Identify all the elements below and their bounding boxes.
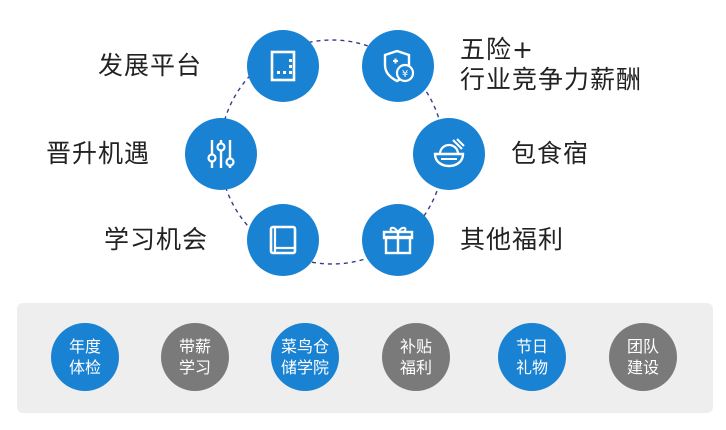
feature-label-other: 其他福利 — [460, 225, 565, 254]
benefit-subsidy: 补贴 福利 — [382, 323, 450, 391]
sliders-icon — [207, 140, 235, 168]
benefit-line2: 储学院 — [280, 358, 329, 377]
benefit-line1: 带薪 — [178, 337, 211, 356]
benefit-line1: 团队 — [626, 337, 659, 356]
benefit-team-building: 团队 建设 — [609, 323, 677, 391]
feature-label-insurance-line1: 五险+ — [460, 35, 534, 64]
feature-label-board: 包食宿 — [511, 139, 590, 168]
benefit-line2: 建设 — [626, 358, 659, 377]
book-icon — [269, 225, 297, 255]
gift-icon — [382, 226, 414, 255]
benefit-line2: 学习 — [178, 358, 211, 377]
feature-label-promotion: 晋升机遇 — [46, 139, 151, 168]
feature-label-insurance-line2: 行业竞争力薪酬 — [460, 65, 643, 94]
benefit-line2: 体检 — [68, 358, 101, 377]
benefit-holiday-gift: 节日 礼物 — [498, 323, 566, 391]
feature-label-learning: 学习机会 — [104, 225, 209, 254]
benefit-annual-checkup: 年度 体检 — [51, 323, 119, 391]
feature-label-platform: 发展平台 — [98, 51, 203, 80]
benefit-line1: 菜鸟仓 — [280, 337, 329, 356]
shield-yen-icon: ¥ — [383, 49, 415, 83]
food-bowl-icon — [433, 138, 465, 168]
benefit-line1: 补贴 — [399, 337, 432, 356]
feature-label-insurance: 五险+ 行业竞争力薪酬 — [460, 35, 642, 95]
building-icon-circle — [247, 30, 319, 102]
sliders-icon-circle — [185, 118, 257, 190]
building-icon — [270, 50, 296, 82]
benefit-paid-study: 带薪 学习 — [161, 323, 229, 391]
food-bowl-icon-circle — [413, 118, 485, 190]
benefit-line2: 福利 — [399, 358, 432, 377]
benefit-cainiao-academy: 菜鸟仓 储学院 — [271, 323, 339, 391]
benefits-panel: 年度 体检 带薪 学习 菜鸟仓 储学院 补贴 福利 节日 礼物 团队 建设 — [17, 303, 713, 413]
book-icon-circle — [247, 204, 319, 276]
benefit-line2: 礼物 — [515, 358, 548, 377]
shield-yen-icon-circle: ¥ — [362, 30, 434, 102]
benefit-line1: 年度 — [68, 337, 101, 356]
benefit-line1: 节日 — [515, 337, 548, 356]
svg-text:¥: ¥ — [402, 69, 408, 80]
gift-icon-circle — [362, 204, 434, 276]
